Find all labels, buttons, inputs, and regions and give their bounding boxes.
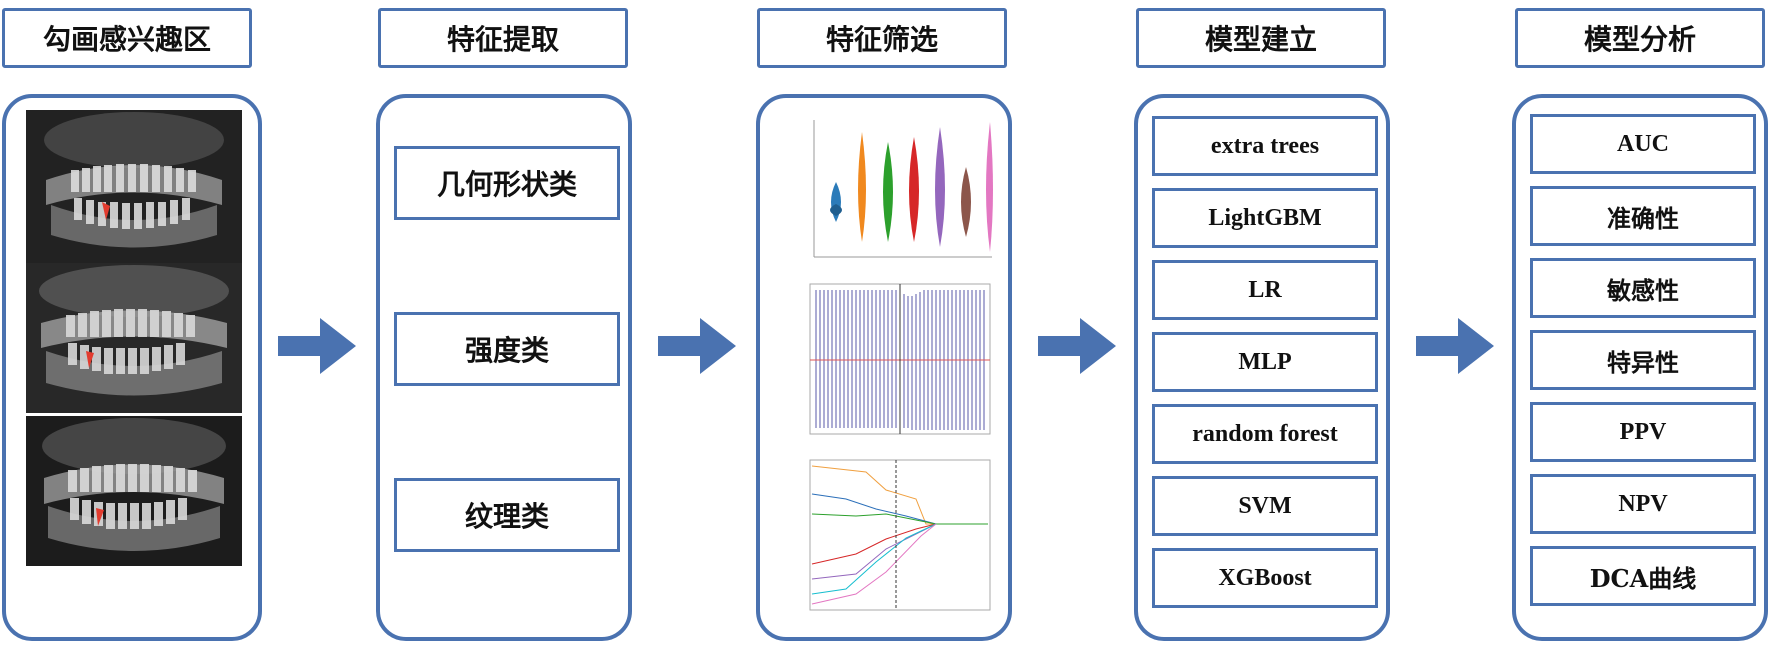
- feature-type-geometry: 几何形状类: [394, 146, 620, 220]
- metric-npv: NPV: [1530, 474, 1756, 534]
- model-svm: SVM: [1152, 476, 1378, 536]
- feature-type-intensity: 强度类: [394, 312, 620, 386]
- model-lr: LR: [1152, 260, 1378, 320]
- xray-image-3: [26, 416, 242, 566]
- arrow-right-icon: [658, 318, 736, 374]
- model-random-forest: random forest: [1152, 404, 1378, 464]
- feature-extraction-panel: 几何形状类 强度类 纹理类: [376, 94, 632, 641]
- model-analysis-panel: AUC 准确性 敏感性 特异性 PPV NPV DCA曲线: [1512, 94, 1768, 641]
- roi-panel: [2, 94, 262, 641]
- header-model-building: 模型建立: [1136, 8, 1386, 68]
- model-lightgbm: LightGBM: [1152, 188, 1378, 248]
- arrow-right-icon: [1038, 318, 1116, 374]
- metric-sensitivity: 敏感性: [1530, 258, 1756, 318]
- header-feature-extraction: 特征提取: [378, 8, 628, 68]
- arrow-right-icon: [1416, 318, 1494, 374]
- header-model-analysis: 模型分析: [1515, 8, 1765, 68]
- model-extra-trees: extra trees: [1152, 116, 1378, 176]
- metric-ppv: PPV: [1530, 402, 1756, 462]
- model-mlp: MLP: [1152, 332, 1378, 392]
- lasso-path-plot: [796, 454, 996, 626]
- metric-auc: AUC: [1530, 114, 1756, 174]
- lasso-cv-plot: [796, 278, 996, 448]
- model-xgboost: XGBoost: [1152, 548, 1378, 608]
- feature-selection-panel: [756, 94, 1012, 641]
- model-building-panel: extra trees LightGBM LR MLP random fores…: [1134, 94, 1390, 641]
- metric-specificity: 特异性: [1530, 330, 1756, 390]
- xray-image-1: [26, 110, 242, 266]
- header-roi: 勾画感兴趣区: [2, 8, 252, 68]
- arrow-right-icon: [278, 318, 356, 374]
- header-feature-selection: 特征筛选: [757, 8, 1007, 68]
- violin-plot: [796, 112, 996, 272]
- xray-image-2: [26, 263, 242, 413]
- metric-accuracy: 准确性: [1530, 186, 1756, 246]
- metric-dca-curve: DCA曲线: [1530, 546, 1756, 606]
- feature-type-texture: 纹理类: [394, 478, 620, 552]
